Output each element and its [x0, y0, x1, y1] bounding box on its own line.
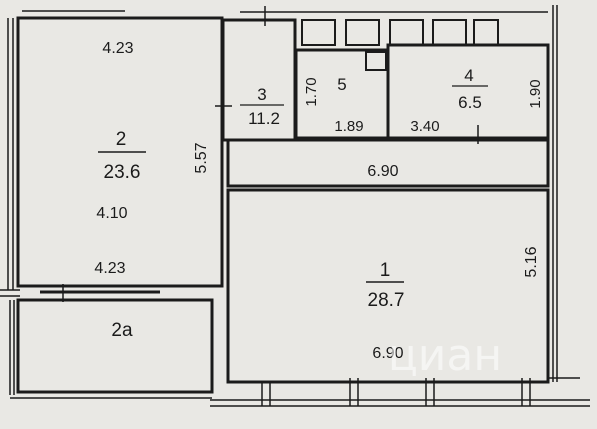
windows	[261, 378, 531, 406]
corridor-outline	[226, 138, 550, 188]
room-labels: 2 23.6 2а 3 11.2 5 4 6.5 1 28.7	[98, 66, 488, 341]
dim-room1-height: 5.16	[523, 246, 540, 277]
dim-room2-bottom: 4.23	[94, 260, 125, 277]
dim-room3-height: 1.70	[303, 77, 320, 106]
cabinets	[301, 19, 499, 71]
dimension-labels: 4.23 4.10 4.23 5.57 1.70 1.89 3.40 1.90 …	[94, 40, 544, 362]
room-4-area: 6.5	[458, 93, 482, 112]
dim-room2-top: 4.23	[102, 40, 133, 57]
dim-room4-height: 1.90	[527, 79, 544, 108]
room-4-outline	[386, 43, 550, 140]
dim-room5-width: 1.89	[334, 118, 363, 135]
room-3-number: 3	[257, 85, 266, 104]
cabinet	[301, 19, 336, 46]
room-1-number: 1	[380, 260, 391, 281]
dim-room2-middle: 4.10	[96, 205, 127, 222]
room-4-number: 4	[464, 66, 473, 85]
cabinet	[473, 19, 499, 46]
cabinet	[345, 19, 380, 46]
dim-room2-height: 5.57	[193, 142, 210, 173]
cabinet	[389, 19, 424, 46]
room-2-number: 2	[116, 129, 127, 150]
room-2-area: 23.6	[104, 162, 141, 183]
cabinet	[432, 19, 467, 46]
room-1-area: 28.7	[368, 290, 405, 311]
dim-corridor-width: 6.90	[367, 163, 398, 180]
room-3-area: 11.2	[248, 109, 280, 128]
dim-room1-width: 6.90	[372, 345, 403, 362]
room-2-outline	[16, 16, 224, 288]
room-2a-number: 2а	[111, 320, 133, 341]
watermark: циан	[388, 330, 502, 381]
wall-details	[0, 5, 590, 407]
room-5-number: 5	[337, 75, 346, 94]
dim-room4-width: 3.40	[410, 118, 439, 135]
walls	[16, 16, 550, 394]
fixture	[365, 51, 387, 71]
room-2a-outline	[16, 298, 214, 394]
